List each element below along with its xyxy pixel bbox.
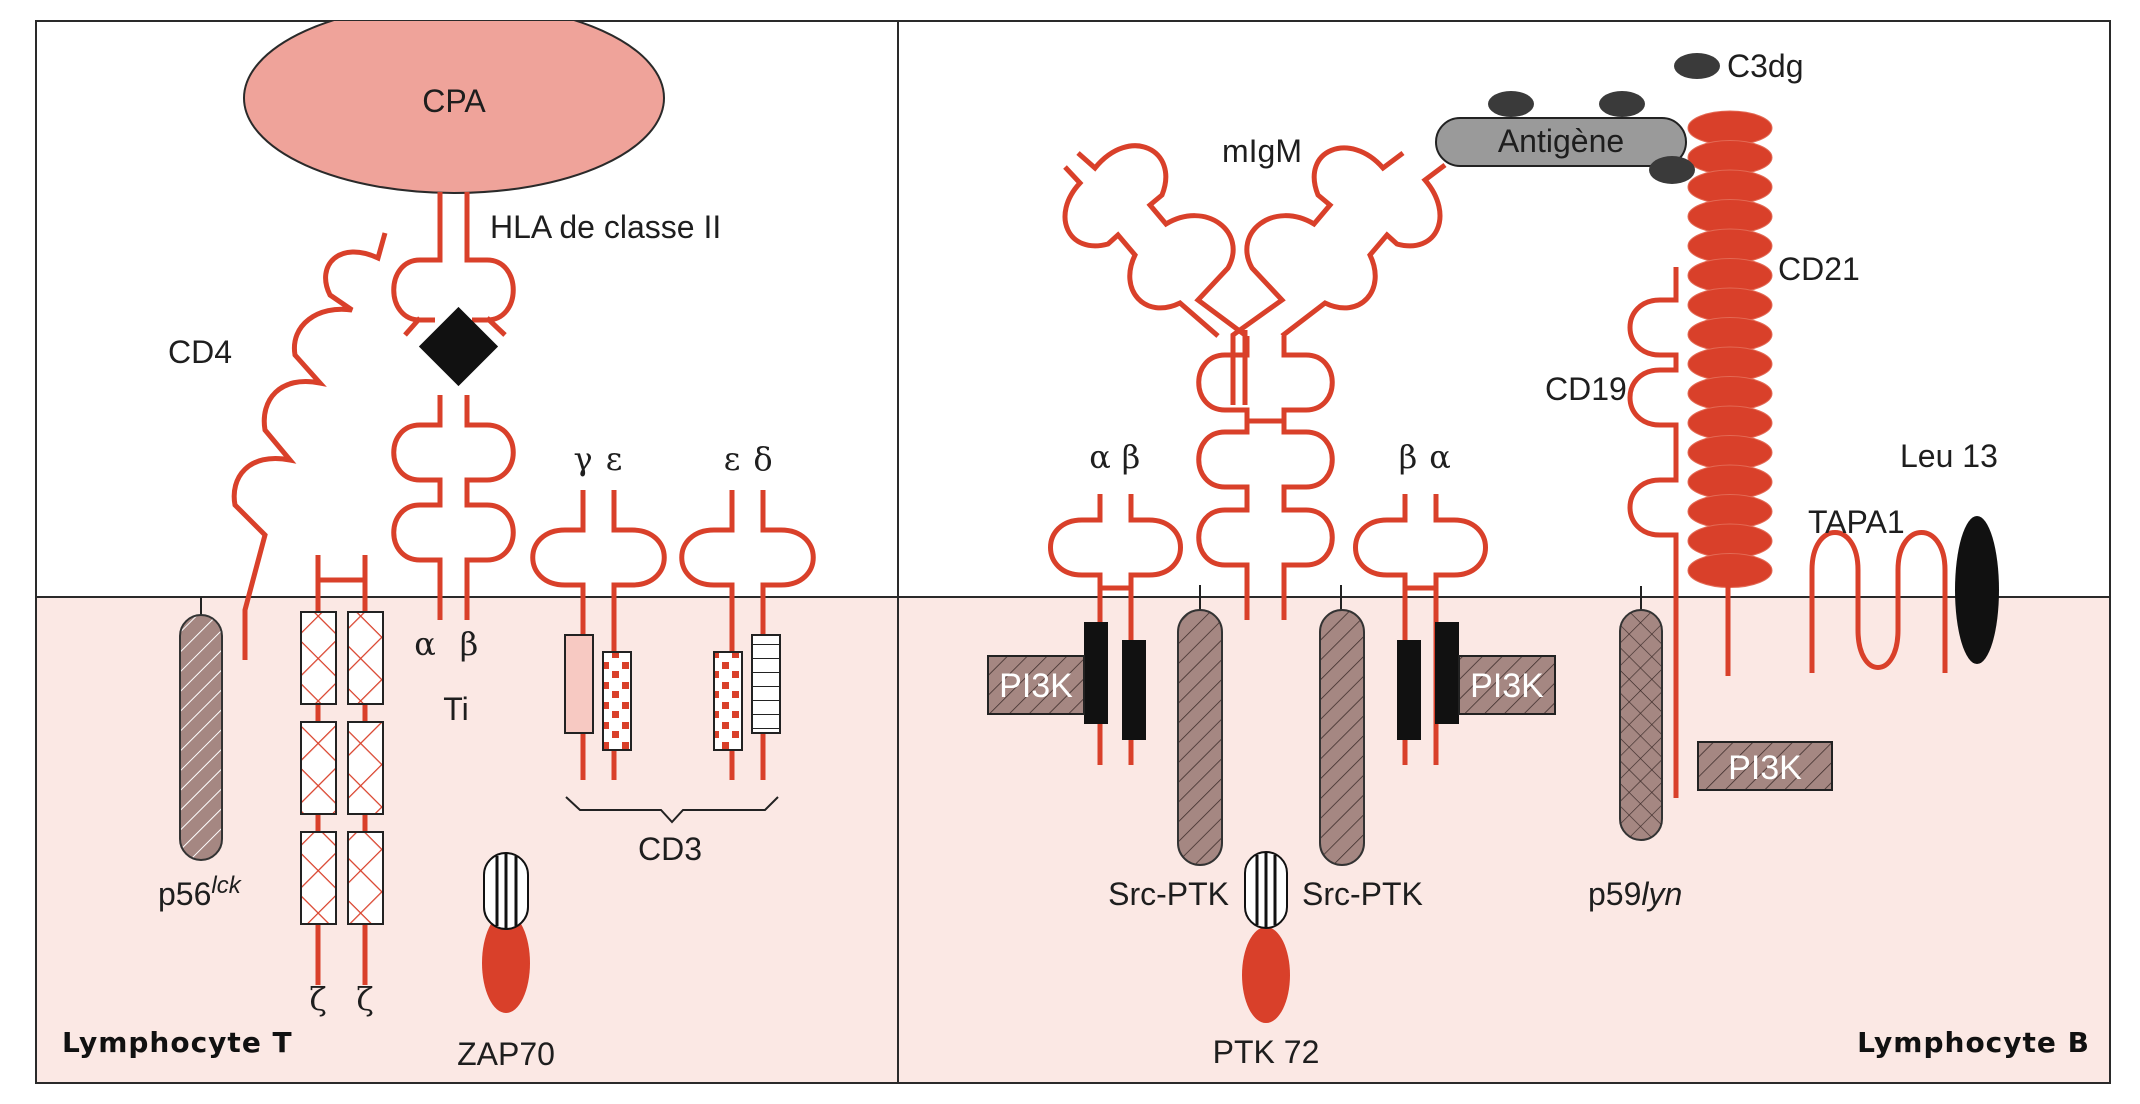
ig-alpha-beta-left bbox=[1048, 494, 1183, 765]
zap70-label: ZAP70 bbox=[457, 1036, 555, 1072]
leu13-molecule bbox=[1955, 516, 1999, 664]
tcr-ti bbox=[391, 395, 516, 620]
cd21-repeat-domain bbox=[1687, 110, 1773, 146]
cd21-repeat-domain bbox=[1687, 523, 1773, 559]
figure-frame bbox=[35, 20, 2111, 1084]
leu13-label: Leu 13 bbox=[1900, 438, 1998, 474]
pi3k-left-label: PI3K bbox=[999, 667, 1073, 705]
ig-beta-left-label: β bbox=[1122, 438, 1141, 476]
cd3-delta-label: δ bbox=[753, 440, 772, 478]
ig-beta-alpha-right bbox=[1353, 494, 1488, 765]
cd3-epsilon-label-1: ε bbox=[606, 440, 623, 478]
cd21-repeat-domain bbox=[1687, 317, 1773, 352]
ptk72-kinase-domain bbox=[1242, 927, 1290, 1023]
cd19-label: CD19 bbox=[1545, 371, 1627, 407]
tapa1-molecule bbox=[1809, 530, 1948, 673]
ig-alpha-left-label: α bbox=[1089, 438, 1111, 476]
apc-label: CPA bbox=[422, 83, 486, 119]
zap70-kinase-domain bbox=[482, 913, 530, 1013]
pi3k-cd19 bbox=[1697, 741, 1833, 791]
ig-alpha-right-label: α bbox=[1429, 438, 1451, 476]
src-ptk-right bbox=[1319, 609, 1365, 866]
cd4-label: CD4 bbox=[168, 334, 232, 370]
pi3k-right bbox=[1458, 655, 1556, 715]
migm-label: mIgM bbox=[1222, 133, 1302, 169]
cd21-repeat-domain bbox=[1687, 405, 1773, 441]
tapa1-label: TAPA1 bbox=[1808, 504, 1905, 540]
cd3-epsilon-label-2: ε bbox=[724, 440, 741, 478]
p56lck-label: p56lck bbox=[158, 872, 243, 912]
cd21-repeat-domain bbox=[1687, 140, 1773, 175]
cd21-repeat-domain bbox=[1687, 376, 1773, 411]
antigen-molecule bbox=[1435, 117, 1687, 167]
zeta-label-1: ζ bbox=[309, 980, 326, 1018]
p59lyn-label: p59lyn bbox=[1588, 876, 1682, 912]
c3dg-bound-3 bbox=[1649, 156, 1695, 184]
tcr-alpha-label: α bbox=[414, 625, 436, 663]
c3dg-bound-1 bbox=[1488, 91, 1534, 117]
antigen-label: Antigène bbox=[1498, 123, 1624, 159]
c3dg-bound-2 bbox=[1599, 91, 1645, 117]
cd21-repeat-domain bbox=[1687, 169, 1773, 205]
cd21-repeat-domain bbox=[1687, 287, 1773, 323]
ptk72-label: PTK 72 bbox=[1213, 1034, 1320, 1070]
zeta-dimer bbox=[300, 555, 384, 985]
src-ptk-right-label: Src-PTK bbox=[1302, 876, 1423, 912]
migm-receptor bbox=[1062, 143, 1447, 620]
b-cell-title: Lymphocyte B bbox=[1857, 1026, 2090, 1059]
tcr-beta-label: β bbox=[460, 625, 479, 663]
pi3k-right-label: PI3K bbox=[1470, 667, 1544, 705]
ptk72-sh2-domain bbox=[1244, 851, 1288, 929]
cd19-molecule bbox=[1627, 267, 1679, 798]
pi3k-left bbox=[987, 655, 1085, 715]
p59lyn-kinase bbox=[1619, 609, 1663, 841]
cd21-repeat-domain bbox=[1687, 258, 1773, 293]
src-ptk-left bbox=[1177, 609, 1223, 866]
cd3-gamma-label: γ bbox=[573, 440, 592, 478]
cd21-repeat-domain bbox=[1687, 435, 1773, 470]
cd21-repeat-domain bbox=[1687, 346, 1773, 382]
pi3k-cd19-label: PI3K bbox=[1728, 749, 1802, 787]
t-cell-title: Lymphocyte T bbox=[62, 1026, 293, 1059]
zeta-label-2: ζ bbox=[356, 980, 373, 1018]
zap70-sh2-domain bbox=[483, 852, 529, 930]
cd4-molecule bbox=[231, 232, 388, 660]
b-cell-panel: mIgM α β PI3K β α PI3K bbox=[987, 48, 2090, 1070]
cd3-epsilon-delta bbox=[679, 490, 816, 780]
cd21-repeat-domain bbox=[1687, 228, 1773, 264]
cd21-repeat-domain bbox=[1687, 464, 1773, 500]
cd3-brace bbox=[565, 796, 779, 824]
apc-cell bbox=[243, 21, 665, 194]
c3dg-label: C3dg bbox=[1727, 48, 1804, 84]
p56lck-kinase bbox=[179, 614, 223, 861]
t-cell-panel: CPA HLA de classe II α β Ti CD4 bbox=[62, 21, 816, 1072]
cd21-label: CD21 bbox=[1778, 251, 1860, 287]
ig-beta-right-label: β bbox=[1399, 438, 1418, 476]
c3dg-legend-dot bbox=[1674, 53, 1720, 79]
cd21-repeat-domain bbox=[1687, 199, 1773, 234]
tcr-label: Ti bbox=[443, 691, 468, 727]
src-ptk-left-label: Src-PTK bbox=[1108, 876, 1229, 912]
cd3-label: CD3 bbox=[638, 831, 702, 867]
hla-class-ii bbox=[391, 192, 516, 337]
cd21-repeat-domain bbox=[1687, 494, 1773, 529]
cd21-molecule bbox=[1687, 110, 1773, 588]
cd3-gamma-epsilon bbox=[530, 490, 667, 780]
hla-label: HLA de classe II bbox=[490, 209, 721, 245]
